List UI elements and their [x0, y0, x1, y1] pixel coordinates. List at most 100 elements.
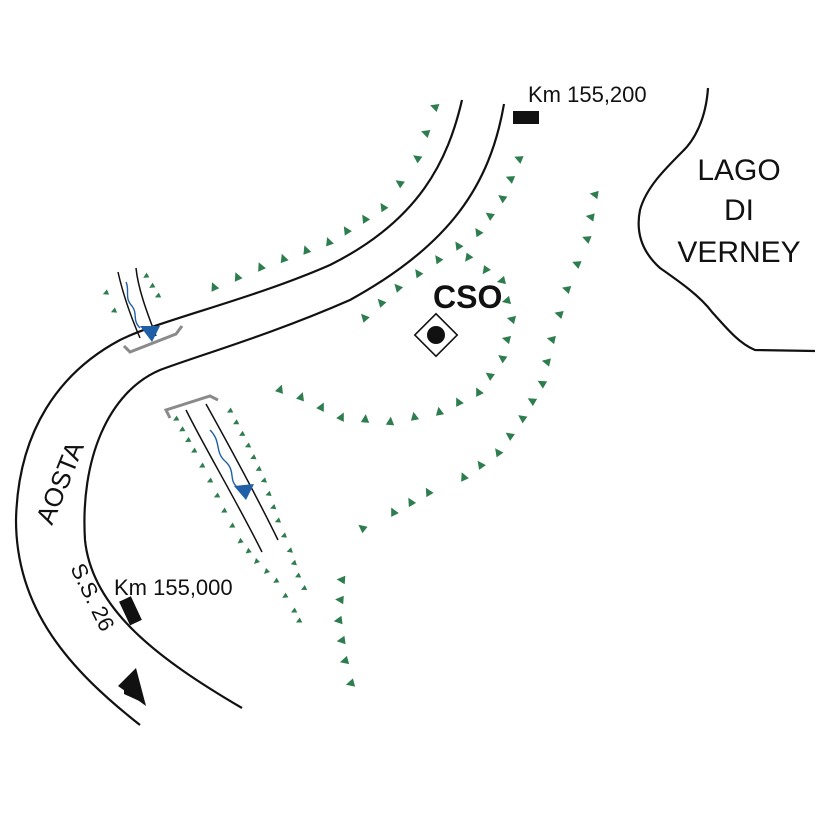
slope-tick-icon [501, 295, 511, 305]
slope-tick-icon [286, 547, 293, 553]
slope-tick-icon [358, 524, 368, 534]
slope-tick-icon [296, 617, 303, 623]
slope-tick-icon [394, 283, 404, 293]
slope-tick-icon [255, 465, 262, 471]
slope-tick-icon [496, 275, 506, 285]
slope-tick-icon [275, 384, 283, 394]
slope-tick-icon [291, 607, 298, 613]
lake-label-line-1: LAGO [697, 154, 780, 187]
slope-tick-icon [554, 311, 564, 319]
slope-tick-icon [527, 398, 538, 407]
slope-tick-icon [465, 252, 474, 262]
stream-upper [117, 267, 160, 342]
slope-tick-icon [380, 202, 389, 213]
slope-tick-icon [227, 407, 234, 413]
slope-tick-icon [391, 507, 399, 517]
slope-tick-icon [476, 387, 484, 397]
slope-tick-icon [336, 412, 344, 422]
lake-label-line-3: VERNEY [677, 236, 800, 269]
slope-tick-icon [239, 430, 246, 436]
km-label-lower: Km 155,000 [114, 575, 233, 600]
km-marker-lower [119, 596, 142, 626]
slope-tick-icon [296, 392, 304, 402]
slope-tick-icon [582, 236, 592, 244]
slope-tick-icon [213, 492, 221, 498]
slope-tick-icon [461, 472, 469, 482]
slope-tick-icon [413, 155, 423, 164]
slope-tick-icon [415, 269, 424, 279]
slope-tick-icon [102, 289, 110, 295]
slope-tick-icon [326, 237, 334, 247]
slope-tick-icon [303, 245, 312, 255]
slope-tick-icon [514, 156, 524, 164]
slope-tick-icon [435, 406, 445, 416]
slope-tick-icon [425, 487, 434, 498]
slope-tick-icon [572, 261, 582, 269]
slope-tick-icon [336, 575, 346, 585]
slope-tick-icon [345, 678, 356, 687]
slope-tick-icon [179, 426, 186, 432]
direction-arrow-icon [118, 668, 146, 706]
slope-tick-icon [455, 241, 464, 251]
culvert-icon-lower [163, 394, 219, 419]
flow-arrow-icon [140, 326, 160, 342]
slope-tick-icon [485, 212, 495, 221]
slope-tick-icon [589, 190, 599, 200]
slope-tick-icon [149, 282, 156, 288]
slope-tick-icon [335, 595, 344, 605]
lake-shoreline [637, 87, 816, 353]
road-edge-outer [14, 99, 464, 726]
slope-tick-icon [301, 585, 308, 590]
km-label-upper: Km 155,200 [528, 82, 647, 107]
slope-tick-icon [541, 358, 551, 367]
slope-tick-icon [482, 265, 491, 275]
slope-tick-icon [505, 432, 515, 441]
slope-tick-icon [343, 226, 352, 236]
slope-tick-icon [501, 335, 511, 345]
slope-tick-icon [430, 104, 440, 112]
slope-tick-icon [191, 447, 198, 453]
slope-tick-icon [280, 253, 289, 264]
slope-tick-icon [333, 615, 343, 625]
slope-tick-icon [518, 415, 528, 424]
culvert-icon-upper [122, 325, 184, 354]
slope-tick-icon [265, 490, 272, 496]
slope-tick-icon [264, 568, 270, 574]
slope-tick-icon [456, 397, 464, 407]
lake-label-line-2: DI [724, 194, 754, 227]
slope-tick-icon [377, 298, 387, 308]
slope-tick-icon [506, 315, 516, 325]
slope-tick-icon [270, 504, 277, 510]
slope-tick-icon [250, 454, 257, 460]
slope-tick-icon [185, 436, 192, 443]
slope-tick-icon [290, 559, 297, 566]
slope-tick-icon [537, 380, 548, 389]
slope-tick-icon [234, 272, 243, 282]
slope-tick-icon [421, 130, 431, 138]
slope-tick-icon [316, 402, 324, 412]
slope-tick-icon [485, 372, 495, 381]
road-code-label: S.S. 26 [66, 559, 120, 635]
slope-tick-icon [143, 272, 150, 278]
road-name-label: AOSTA [30, 436, 90, 528]
slope-ticks [102, 104, 599, 687]
slope-tick-icon [505, 176, 516, 184]
slope-tick-icon [408, 497, 417, 508]
road-edge-inner [83, 103, 506, 709]
slope-tick-icon [361, 313, 370, 323]
slope-tick-icon [362, 214, 371, 224]
slope-tick-icon [233, 419, 240, 425]
slope-tick-icon [435, 255, 444, 265]
stream-lower [185, 403, 279, 553]
slope-tick-icon [336, 635, 346, 645]
slope-tick-icon [495, 448, 504, 458]
slope-tick-icon [211, 282, 220, 292]
slope-tick-icon [498, 195, 508, 204]
slope-tick-icon [221, 507, 228, 513]
slope-tick-icon [229, 522, 236, 528]
slope-tick-icon [477, 460, 486, 470]
site-marker-icon [413, 312, 459, 358]
slope-tick-icon [475, 228, 484, 238]
